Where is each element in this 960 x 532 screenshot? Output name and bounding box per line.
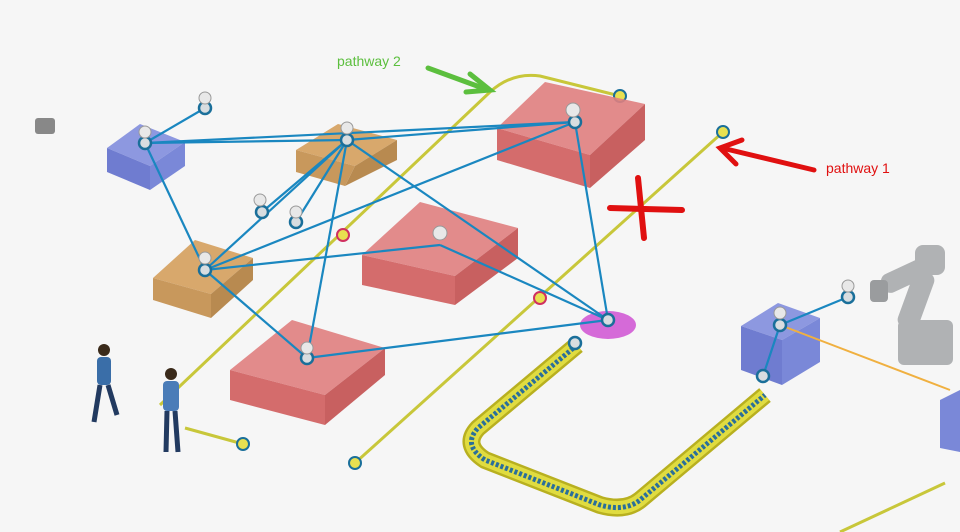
blue-zone-far-right[interactable]: [940, 390, 960, 452]
pathway-1-label: pathway 1: [826, 160, 890, 176]
robot-link: [779, 324, 951, 391]
pathway-2-label: pathway 2: [337, 53, 401, 69]
pathway-spur[interactable]: [184, 426, 244, 446]
red-zone-bottom[interactable]: [230, 320, 385, 425]
blocked-x-icon: [607, 175, 685, 241]
pathway-2-arrow: [425, 65, 497, 95]
pathway-lower-right[interactable]: [839, 481, 946, 532]
robot-arm[interactable]: [870, 245, 953, 365]
conveyor[interactable]: [462, 338, 771, 517]
worker-2[interactable]: [163, 368, 181, 453]
route-nodes: [137, 91, 856, 384]
worker-1[interactable]: [91, 344, 120, 423]
red-zone-middle[interactable]: [362, 202, 518, 305]
pathway-1-arrow: [715, 137, 817, 173]
blue-zone-left[interactable]: [107, 124, 185, 190]
route-links: [144, 107, 849, 377]
orange-zone-left[interactable]: [153, 240, 253, 318]
cart-object[interactable]: [35, 118, 55, 134]
